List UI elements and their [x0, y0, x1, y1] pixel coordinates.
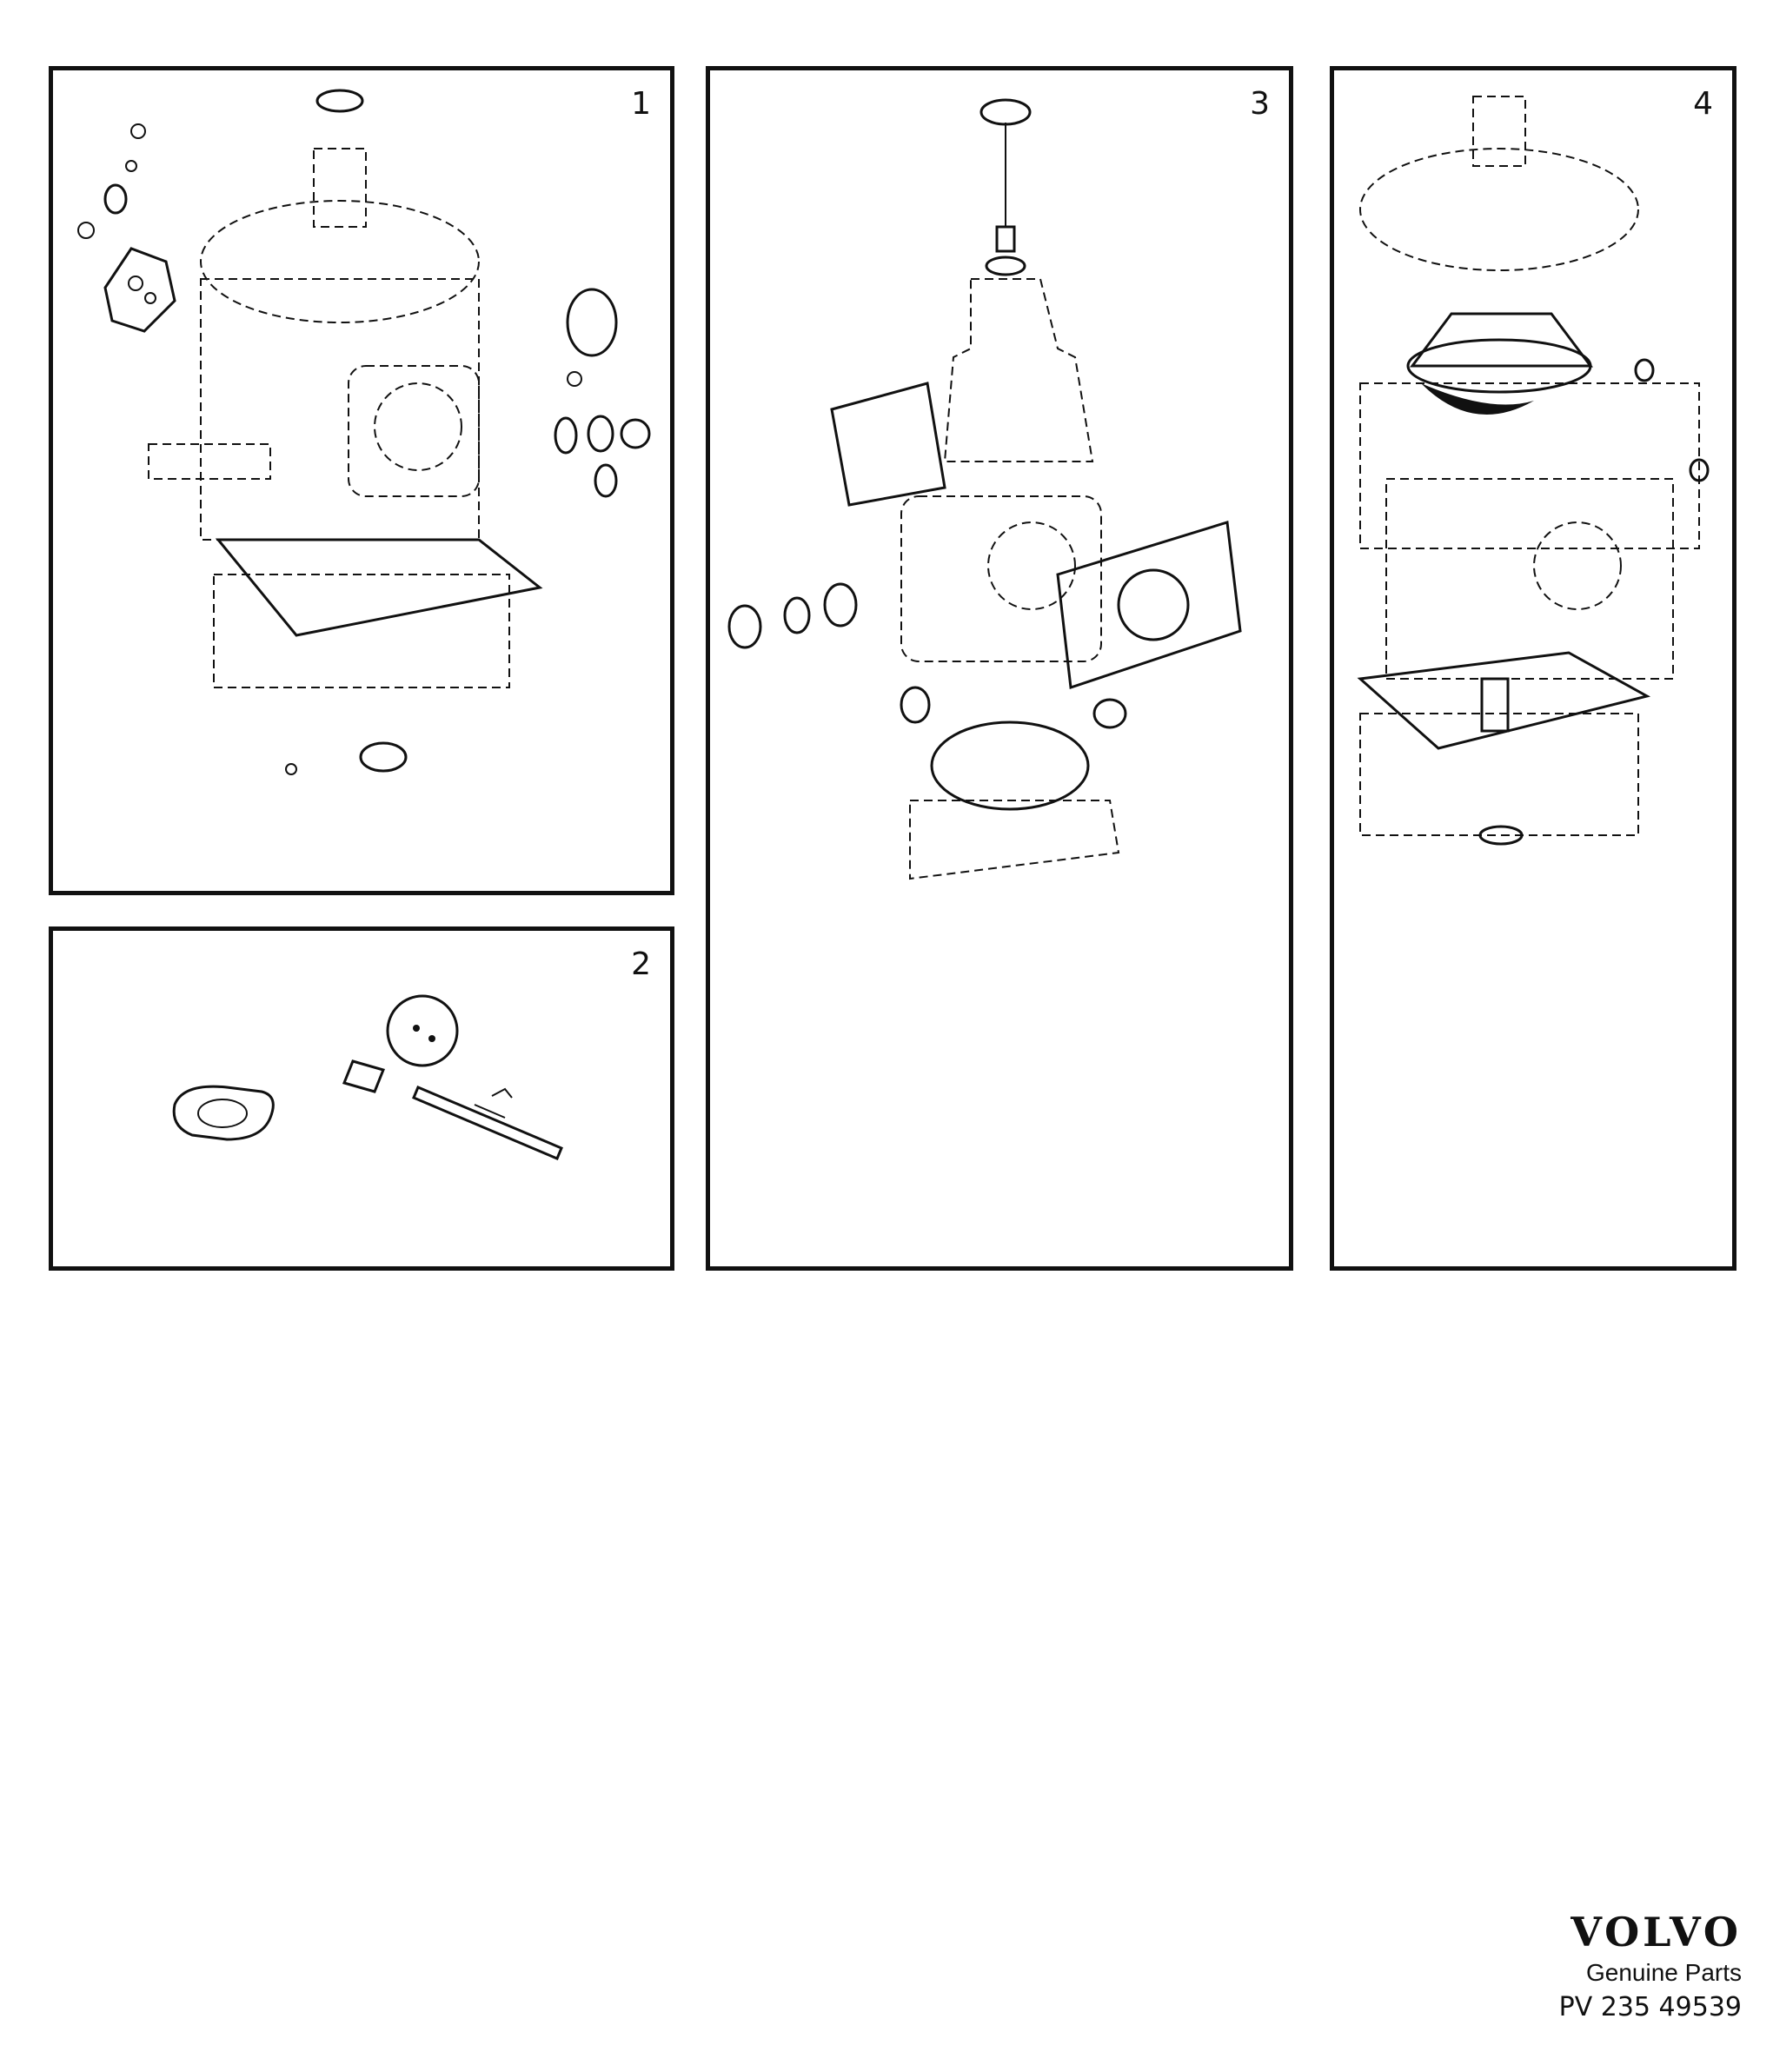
panel-number-3: 3	[1250, 86, 1270, 122]
part-code: PV 235 49539	[1558, 1992, 1742, 2022]
panel-number-2: 2	[631, 946, 651, 982]
carburettor-exploded-drawing-1	[77, 89, 651, 775]
brand-subtitle: Genuine Parts	[1586, 1959, 1742, 1986]
diaphragm-carburettor-exploded-drawing	[1357, 96, 1710, 846]
kit-panel-3: 3	[706, 66, 1293, 1271]
volvo-logo: VOLVO	[1570, 1909, 1742, 1956]
kit-panel-4: 4	[1330, 66, 1736, 1271]
su-carburettor-exploded-drawing	[727, 98, 1242, 880]
panel-number-1: 1	[631, 86, 651, 122]
kit-panel-2: 2	[49, 926, 674, 1271]
panel-number-4: 4	[1693, 86, 1713, 122]
throttle-spindle-drawing	[172, 994, 563, 1160]
kit-panel-1: 1	[49, 66, 674, 895]
brand-block: VOLVO Genuine Parts PV 235 49539	[1559, 1912, 1742, 2022]
